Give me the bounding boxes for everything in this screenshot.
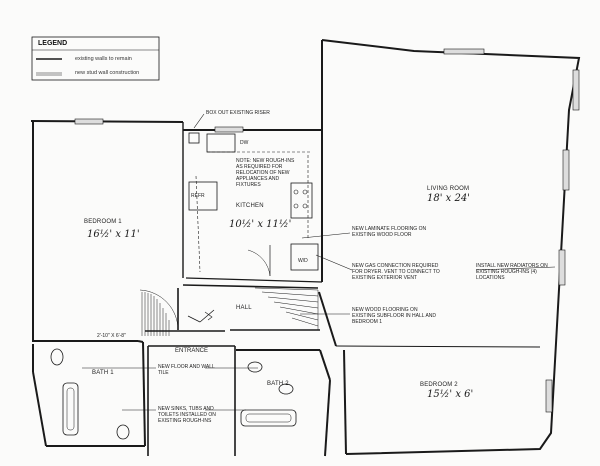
- entrance-label: ENTRANCE: [175, 348, 209, 354]
- bedroom2-dims: 15½' x 6': [427, 389, 474, 400]
- bedroom1-dims: 16½' x 11': [87, 229, 140, 240]
- legend-box: [31, 36, 160, 81]
- bedroom1-walls: [30, 120, 184, 343]
- legend-new-stud-walls: new stud wall construction: [75, 70, 140, 76]
- legend-existing-walls: existing walls to remain: [75, 56, 132, 62]
- refrigerator-label: REFR: [191, 193, 205, 199]
- note-gas-connection: NEW GAS CONNECTION REQUIRED FOR DRYER. V…: [352, 263, 440, 281]
- bedroom2-label: BEDROOM 2: [420, 382, 458, 388]
- window-marks: [74, 48, 580, 413]
- kitchen-label: KITCHEN: [236, 203, 264, 209]
- note-wood-flooring: NEW WOOD FLOORING ON EXISTING SUBFLOOR I…: [352, 307, 437, 325]
- note-leaders: [82, 113, 556, 411]
- door-width-label: 2'-10" x 6'-8": [97, 333, 126, 339]
- note-install-radiators: INSTALL NEW RADIATORS ON EXISTING ROUGH-…: [476, 263, 548, 281]
- bath2-walls: [236, 349, 331, 457]
- bedroom1-label: BEDROOM 1: [84, 219, 122, 225]
- note-sinks-tubs-toilets: NEW SINKS, TUBS AND TOILETS INSTALLED ON…: [158, 406, 216, 424]
- hall-walls: [145, 284, 320, 456]
- note-box-out-riser: BOX OUT EXISTING RISER: [206, 110, 270, 116]
- washer-dryer-label: W/D: [298, 258, 308, 264]
- living-room-label: LIVING ROOM: [427, 186, 470, 192]
- note-floor-wall-tile: NEW FLOOR AND WALL TILE: [158, 364, 215, 376]
- note-laminate-flooring: NEW LAMINATE FLOORING ON EXISTING WOOD F…: [352, 226, 427, 238]
- living-room-dims: 18' x 24': [427, 193, 470, 204]
- note-new-roughins: NOTE: NEW ROUGH-INS AS REQUIRED FOR RELO…: [236, 158, 295, 188]
- bath1-label: BATH 1: [92, 370, 114, 376]
- legend-title: LEGEND: [38, 40, 68, 47]
- hatched-areas: [139, 287, 319, 336]
- bath2-label: BATH 2: [267, 381, 289, 387]
- dishwasher-label: DW: [240, 140, 249, 146]
- bath1-walls: [32, 341, 146, 447]
- hall-label: HALL: [236, 305, 252, 311]
- kitchen-dims: 10½' x 11½': [229, 219, 292, 230]
- kitchen-walls: [183, 129, 323, 283]
- living-room-walls: [318, 39, 581, 455]
